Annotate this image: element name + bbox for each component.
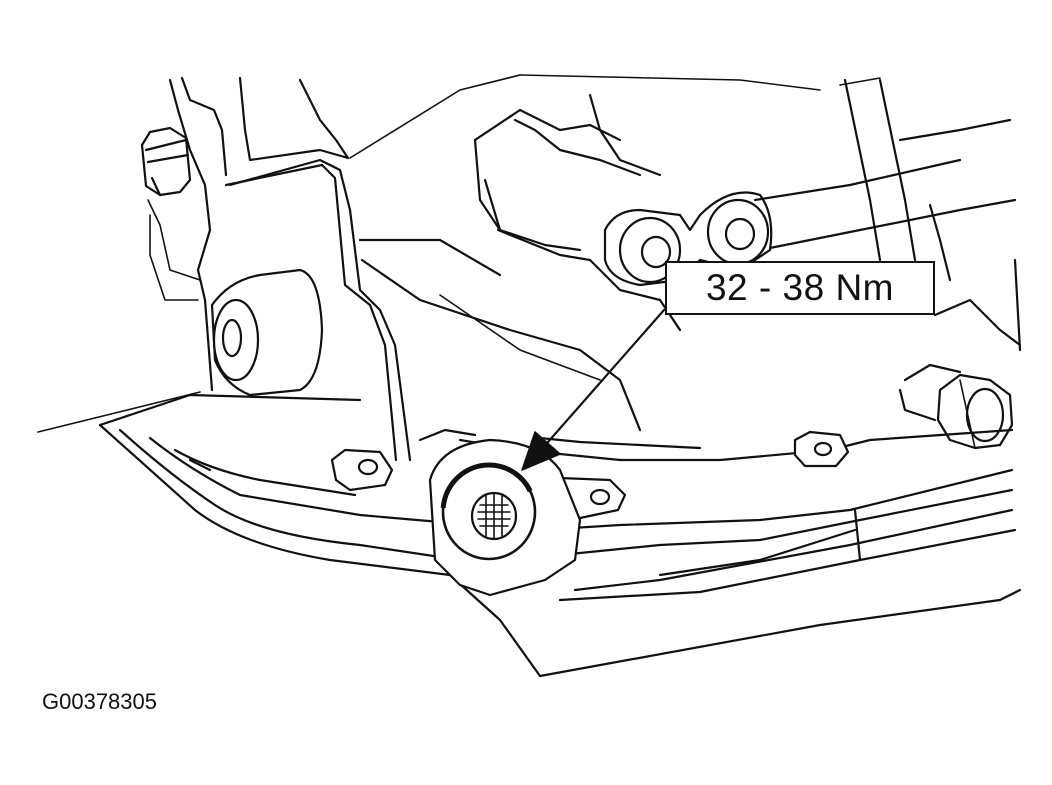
right-housing — [753, 78, 1022, 352]
torque-spec-label: 32 - 38 Nm — [705, 267, 894, 308]
pan-mounting-tabs — [330, 430, 850, 520]
oil-pan — [98, 393, 1022, 678]
figure-id: G00378305 — [42, 689, 157, 714]
hex-bolt-right-icon — [898, 363, 1014, 450]
center-casting — [358, 93, 682, 432]
drain-plug-icon — [428, 438, 582, 597]
torque-callout: 32 - 38 Nm — [665, 261, 935, 315]
hex-bolt-top-left-icon — [140, 126, 192, 197]
callout-arrow-icon — [521, 308, 666, 471]
left-housing — [147, 76, 412, 462]
left-boss — [210, 268, 324, 397]
